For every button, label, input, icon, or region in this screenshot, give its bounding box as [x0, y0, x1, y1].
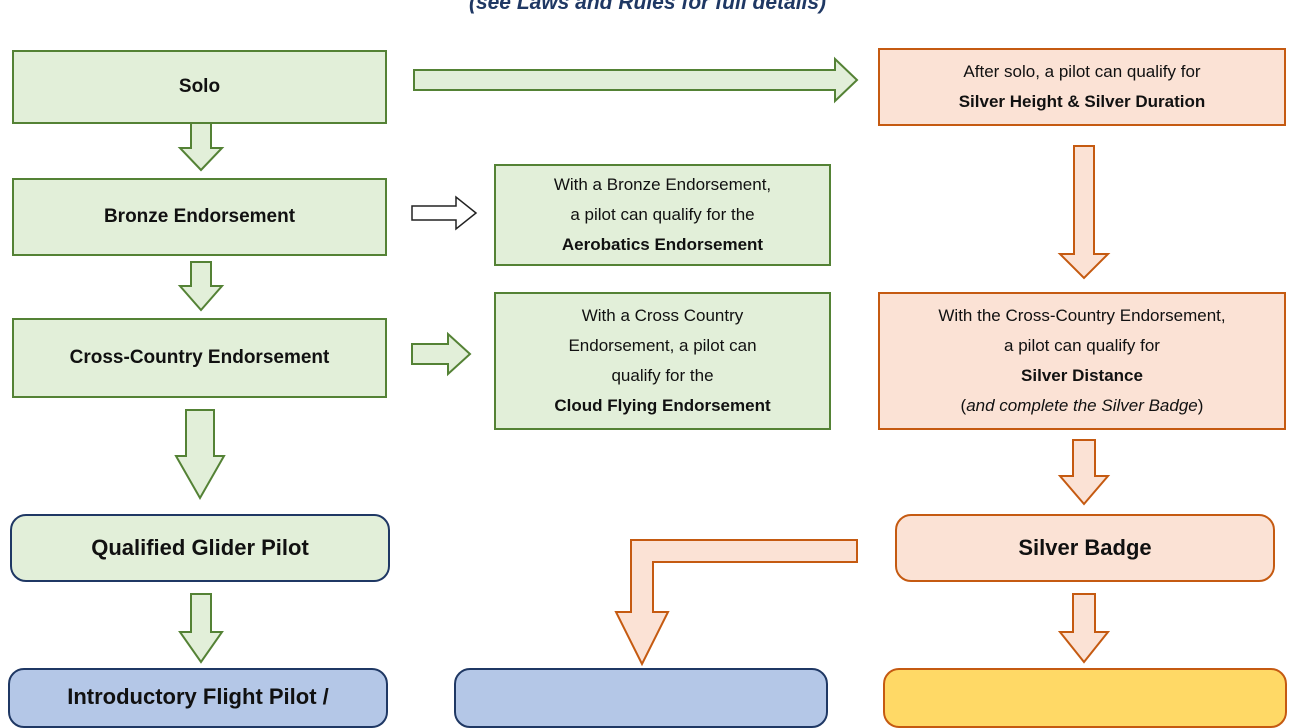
- silver-distance-line-3: Silver Distance: [1021, 366, 1143, 385]
- solo-box: Solo: [12, 50, 387, 124]
- silver-badge-label: Silver Badge: [1018, 535, 1152, 560]
- arrow-silverheight-to-silverdistance: [1057, 145, 1111, 280]
- cloud-line-1: With a Cross Country: [581, 306, 744, 325]
- flow-arrows: [174, 56, 1111, 667]
- bottom-right-box: [883, 668, 1287, 728]
- cloud-line-4: Cloud Flying Endorsement: [554, 396, 771, 415]
- aerobatics-line-1: With a Bronze Endorsement,: [553, 175, 772, 194]
- silver-distance-line-4: (and complete the Silver Badge): [961, 391, 1204, 421]
- qualified-glider-pilot-box: Qualified Glider Pilot: [10, 514, 390, 582]
- arrow-silverbadge-to-yellow: [1057, 593, 1111, 664]
- arrow-bronze-to-aerobatics: [411, 195, 478, 231]
- cloud-line-2: Endorsement, a pilot can: [568, 336, 757, 355]
- arrow-qualified-to-introductory: [178, 593, 224, 664]
- silver-distance-line-4-italic: and complete the Silver Badge: [966, 396, 1198, 415]
- middle-bottom-box: [454, 668, 828, 728]
- paren-close: ): [1197, 396, 1204, 415]
- silver-height-line-2: Silver Height & Silver Duration: [958, 92, 1206, 111]
- aerobatics-line-2: a pilot can qualify for the: [570, 205, 755, 224]
- diagram-subtitle: (see Laws and Rules for full details): [468, 0, 827, 14]
- arrow-crosscountry-to-cloud: [411, 331, 472, 377]
- silver-height-line-1: After solo, a pilot can qualify for: [963, 62, 1201, 81]
- silver-distance-line-1: With the Cross-Country Endorsement,: [938, 306, 1226, 325]
- aerobatics-line-3: Aerobatics Endorsement: [561, 235, 764, 254]
- arrow-silverdistance-to-silverbadge: [1057, 439, 1111, 506]
- cloud-flying-endorsement-box: With a Cross Country Endorsement, a pilo…: [494, 292, 831, 430]
- arrow-crosscountry-to-qualified: [174, 409, 226, 501]
- arrow-solo-to-silver-height: [413, 56, 859, 104]
- cross-country-endorsement-label: Cross-Country Endorsement: [69, 347, 330, 368]
- arrow-bronze-to-crosscountry: [177, 261, 225, 312]
- solo-label: Solo: [178, 76, 221, 97]
- introductory-flight-pilot-box: Introductory Flight Pilot /: [8, 668, 388, 728]
- introductory-flight-pilot-label: Introductory Flight Pilot /: [67, 684, 329, 709]
- qualified-glider-pilot-label: Qualified Glider Pilot: [91, 535, 309, 560]
- bronze-endorsement-label: Bronze Endorsement: [103, 206, 296, 227]
- bronze-endorsement-box: Bronze Endorsement: [12, 178, 387, 256]
- silver-distance-line-2: a pilot can qualify for: [1004, 336, 1160, 355]
- silver-distance-box: With the Cross-Country Endorsement, a pi…: [878, 292, 1286, 430]
- cross-country-endorsement-box: Cross-Country Endorsement: [12, 318, 387, 398]
- silver-badge-box: Silver Badge: [895, 514, 1275, 582]
- aerobatics-endorsement-box: With a Bronze Endorsement, a pilot can q…: [494, 164, 831, 266]
- arrow-silverbadge-to-middle: [614, 539, 858, 667]
- paren-open: (: [960, 396, 967, 415]
- cloud-line-3: qualify for the: [611, 366, 714, 385]
- arrow-solo-to-bronze: [177, 119, 225, 172]
- silver-height-duration-box: After solo, a pilot can qualify for Silv…: [878, 48, 1286, 126]
